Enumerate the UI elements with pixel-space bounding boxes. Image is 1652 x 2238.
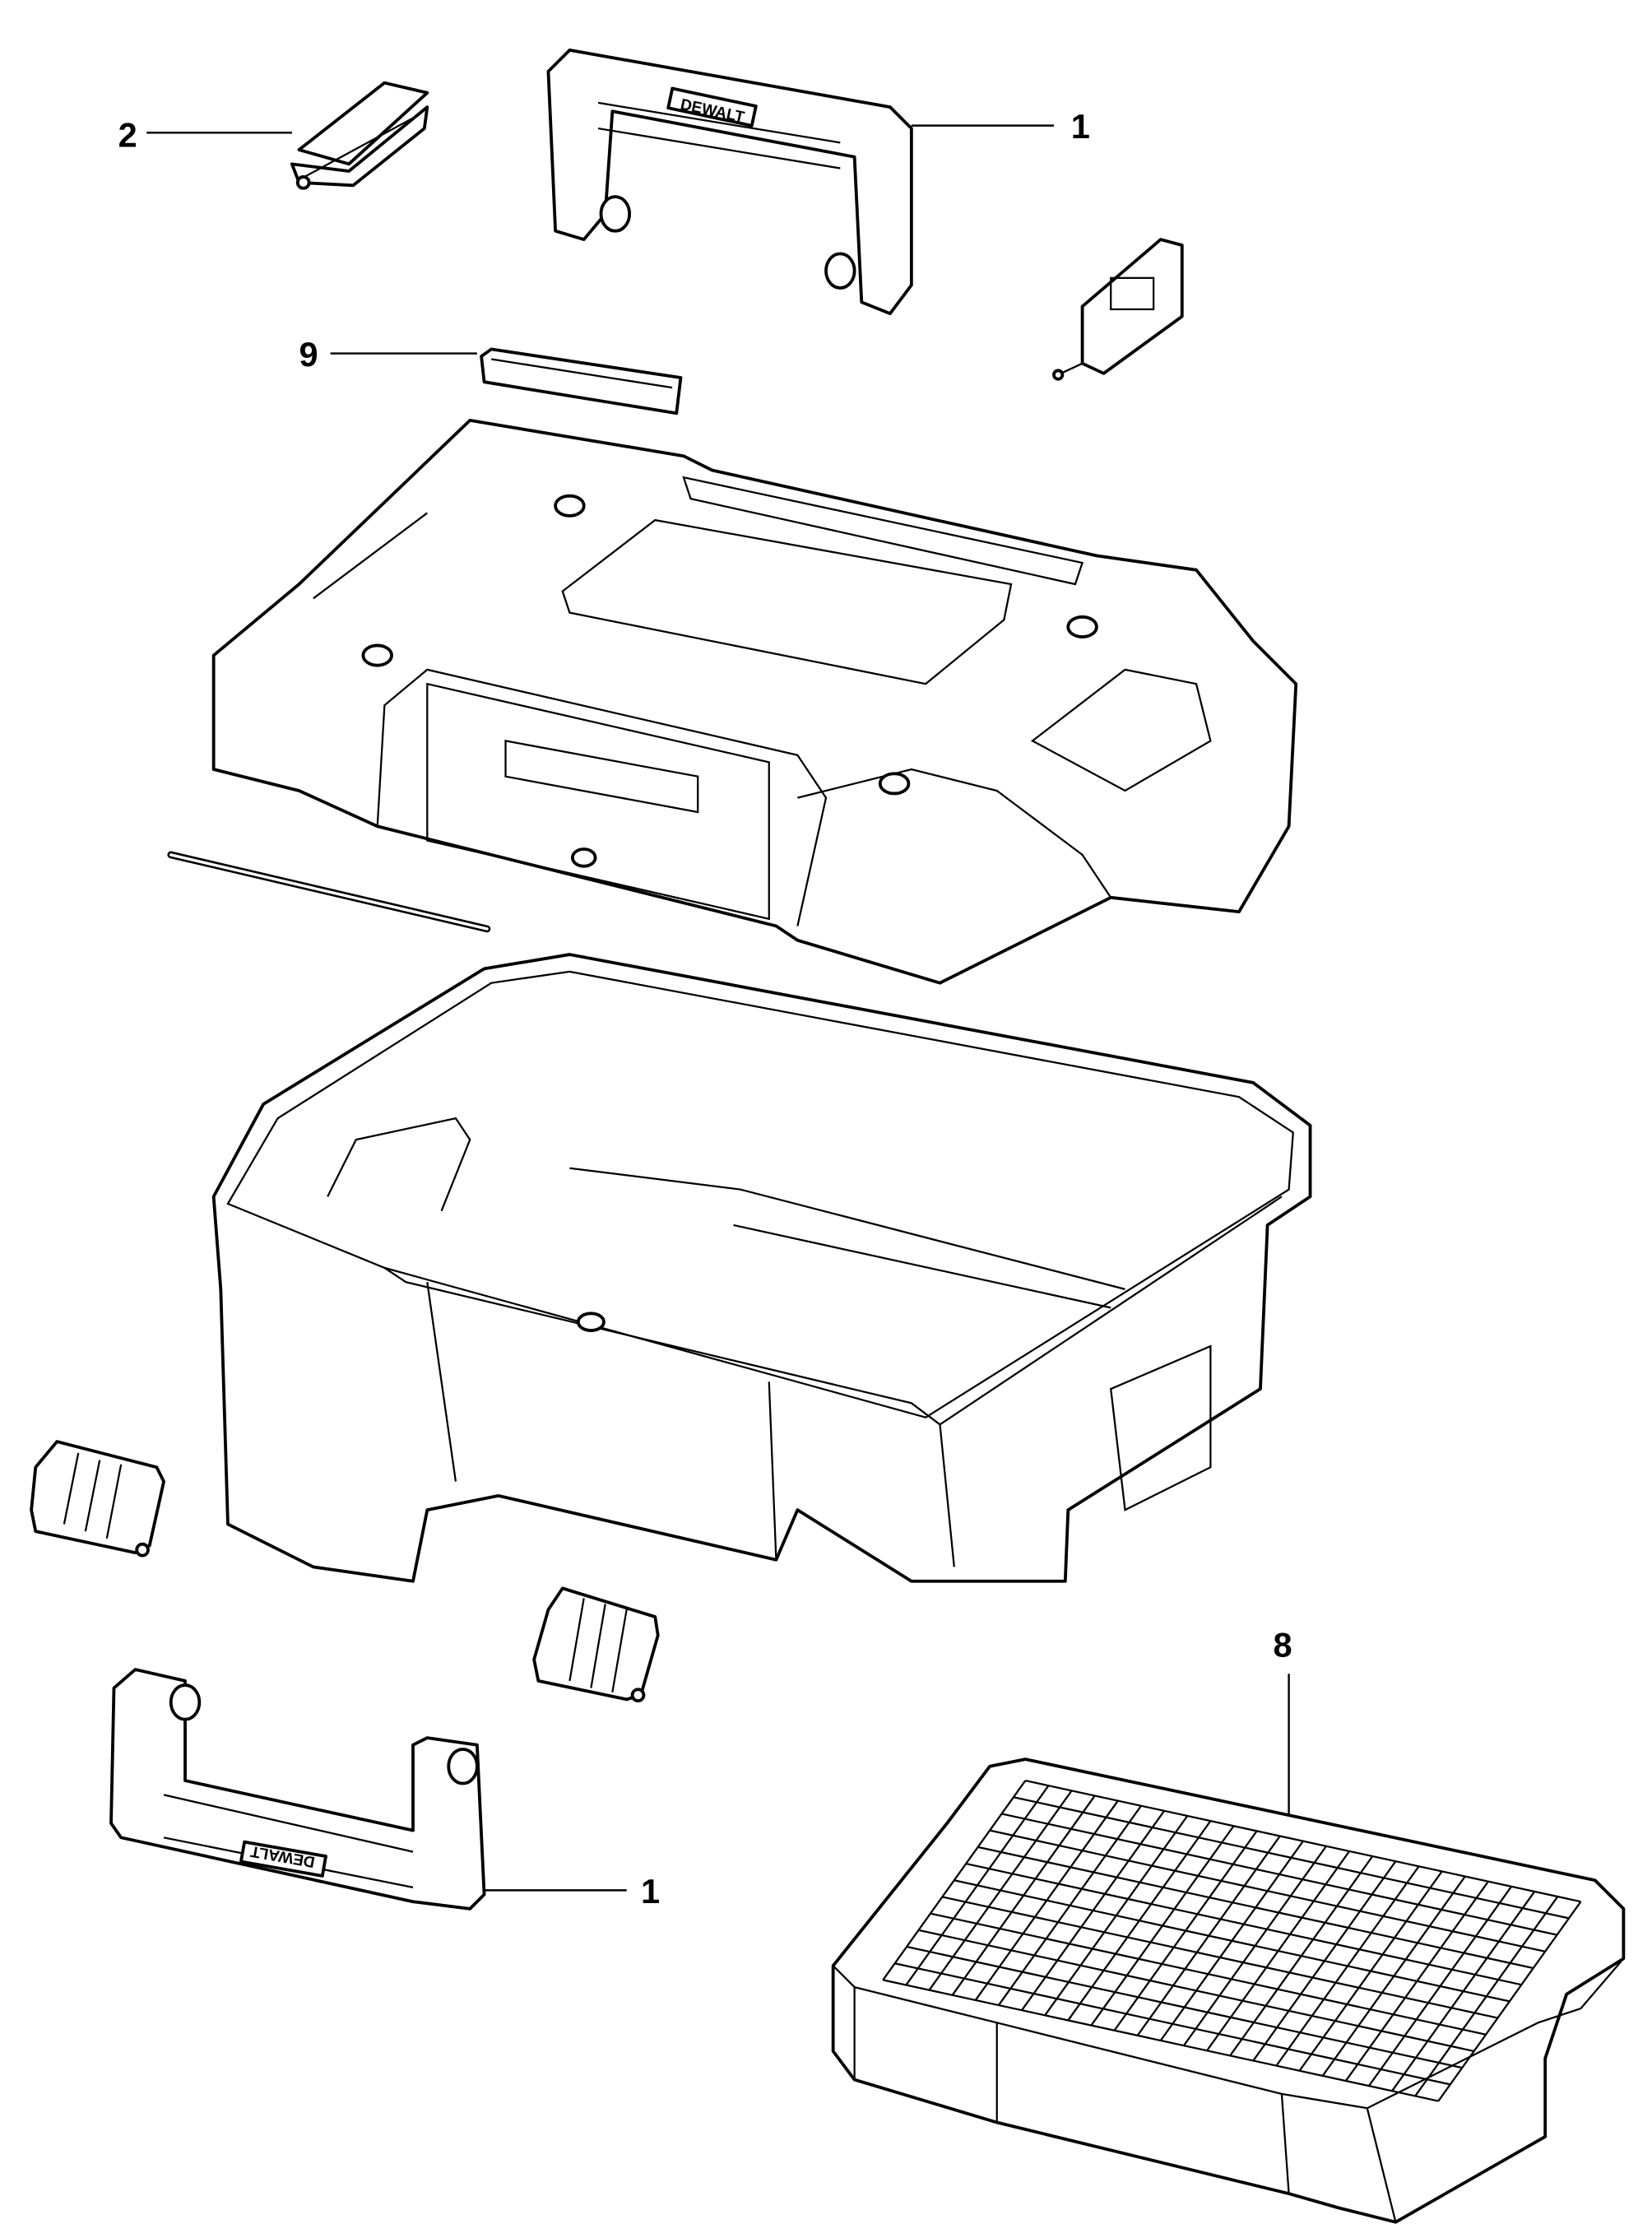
grid-line xyxy=(965,1862,1522,1986)
grid-line xyxy=(1001,1813,1557,1936)
foam-grid xyxy=(882,1779,1582,2102)
middle-clip-part xyxy=(532,1586,660,1703)
grid-line xyxy=(977,1846,1534,1970)
label-plate-part xyxy=(480,347,683,416)
grid-line xyxy=(954,1879,1510,2003)
callout-8: 8 xyxy=(1274,1625,1292,1664)
base-box-part xyxy=(211,953,1312,1583)
callout-9: 9 xyxy=(299,335,318,374)
grid-line xyxy=(989,1829,1546,1952)
hinge-clip-part xyxy=(290,81,429,190)
grid-line xyxy=(1025,1779,1581,1903)
grid-line xyxy=(906,1945,1463,2069)
callout-1-front: 1 xyxy=(641,1872,660,1911)
callout-2: 2 xyxy=(118,116,137,155)
grid-line xyxy=(883,1979,1439,2102)
foam-insert-part xyxy=(831,1757,1626,2224)
grid-line xyxy=(942,1896,1498,2019)
left-clip-part xyxy=(30,1440,165,1558)
top-handle-part: DEWALT xyxy=(546,48,913,316)
grid-line xyxy=(894,1962,1451,2086)
callout-1-top: 1 xyxy=(1071,107,1090,146)
grid-line xyxy=(918,1929,1474,2053)
lid-part xyxy=(211,419,1298,985)
grid-line xyxy=(930,1912,1487,2036)
grid-line xyxy=(1013,1796,1570,1920)
front-handle-part: DEWALT xyxy=(109,1668,486,1911)
right-latch-part xyxy=(1052,238,1184,381)
